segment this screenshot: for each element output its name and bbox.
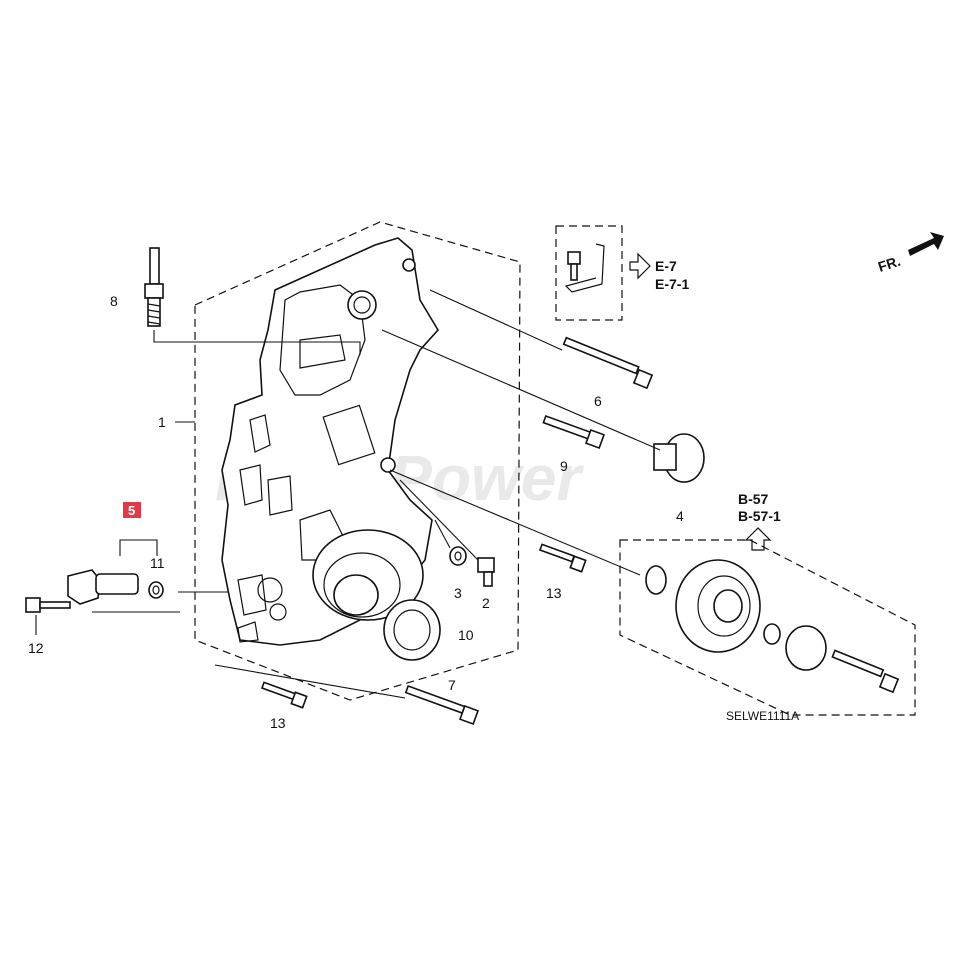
arrow-up-icon <box>744 527 772 551</box>
e7-detail-box <box>555 225 651 321</box>
callout-12: 12 <box>28 640 44 656</box>
part-13-bolt-bottom <box>260 681 308 709</box>
part-8-spark-plug <box>144 247 361 355</box>
callout-7: 7 <box>448 677 456 693</box>
chain-case-cover <box>221 237 439 646</box>
front-label: FR. <box>876 253 902 275</box>
idler-pulley-assembly <box>389 469 900 694</box>
ref-b57: B-57 <box>738 491 769 507</box>
diagram-code: SELWE1111A <box>726 709 799 723</box>
callout-6: 6 <box>594 393 602 409</box>
part-9-bolt <box>542 415 605 449</box>
callout-10: 10 <box>458 627 474 643</box>
callout-8: 8 <box>110 293 118 309</box>
callout-5: 5 <box>128 503 135 518</box>
part-2-bolt <box>399 479 495 587</box>
part-3-washer <box>434 519 467 566</box>
part-7-bolt <box>214 664 479 725</box>
callout-9: 9 <box>560 458 568 474</box>
callout-11: 11 <box>150 555 165 571</box>
ref-e7: E-7 <box>655 258 677 274</box>
front-arrow-icon <box>908 232 944 256</box>
leader-5-11 <box>119 539 158 556</box>
ref-b57-1: B-57-1 <box>738 508 781 524</box>
callout-2: 2 <box>482 595 490 611</box>
callout-1: 1 <box>158 414 166 430</box>
callout-4: 4 <box>676 508 684 524</box>
part-6-bolt <box>429 289 654 390</box>
cover-boundary <box>194 221 521 701</box>
part-13-bolt-right <box>538 543 587 573</box>
callout-13-bottom: 13 <box>270 715 286 731</box>
arrow-right-icon <box>629 252 651 280</box>
callout-13-right: 13 <box>546 585 562 601</box>
part-5-sensor <box>67 569 228 613</box>
part-10-oil-seal <box>383 599 441 661</box>
part-12-bolt <box>25 597 71 635</box>
part-4-cap <box>381 329 705 483</box>
callout-5-highlight <box>123 502 141 518</box>
ref-e7-1: E-7-1 <box>655 276 689 292</box>
callout-3: 3 <box>454 585 462 601</box>
